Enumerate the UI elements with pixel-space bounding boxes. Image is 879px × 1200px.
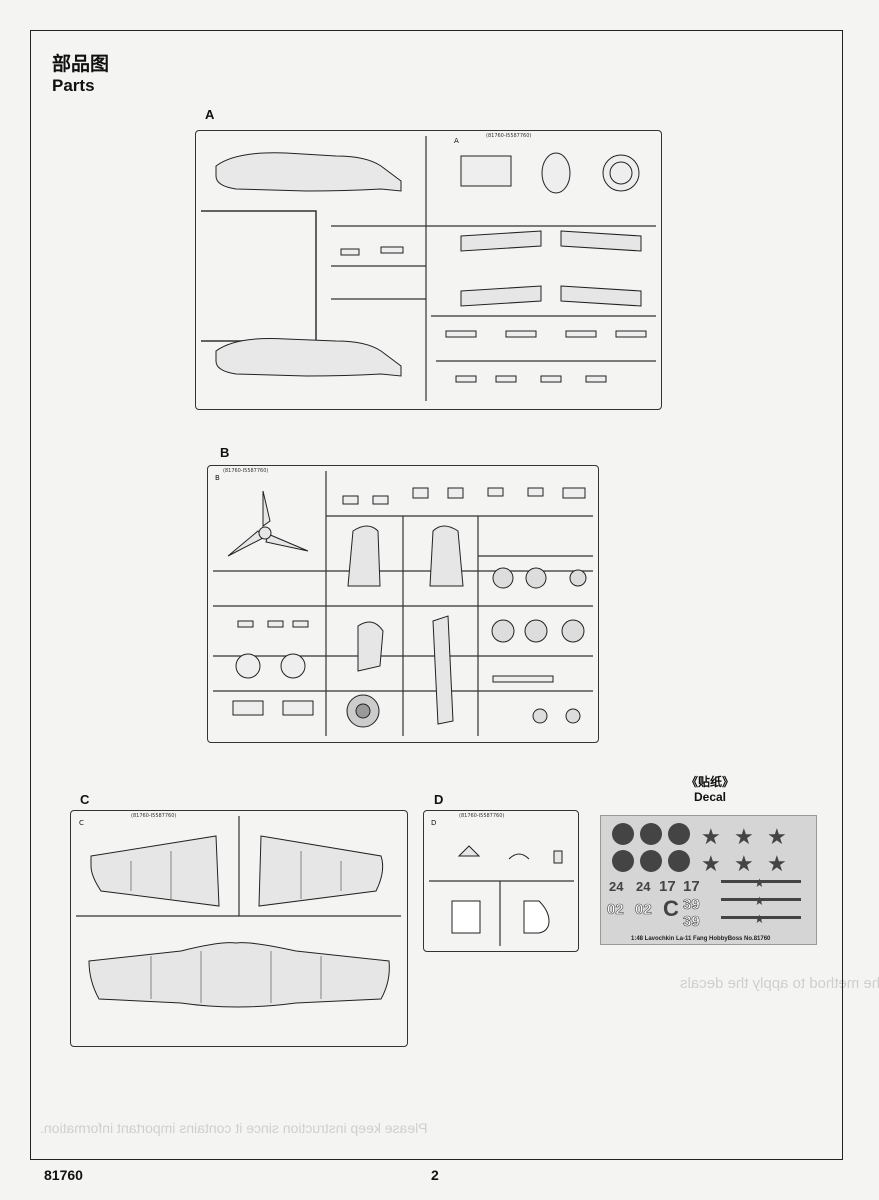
svg-text:★: ★ [767,825,787,850]
sprue-c-code: (81760-I5587760) [131,813,176,819]
decal-title-en: Decal [693,790,727,804]
sprue-b-tag: B [215,474,220,482]
svg-text:★: ★ [767,852,787,877]
sprue-b-code: (81760-I5587760) [223,468,268,474]
decal-sheet-caption: 1:48 Lavochkin La-11 Fang HobbyBoss No.8… [631,936,771,942]
sprue-c: (81760-I5587760) C [70,810,408,1047]
product-code: 81760 [44,1167,83,1183]
svg-text:★: ★ [754,876,765,890]
page-title-cn: 部品图 [52,53,110,75]
sprue-a-label: A [205,107,215,122]
decal-marking-8: 02 [635,901,652,918]
decal-marking-4: 17 [683,878,700,895]
svg-text:★: ★ [754,912,765,926]
svg-text:★: ★ [701,825,721,850]
sprue-b-drawing: (81760-I5587760) B [213,468,593,736]
decal-marking-2: 24 [636,879,651,894]
decal-marking-5: 39 [683,896,700,913]
page-number: 2 [431,1167,439,1183]
decal-marking-7: 02 [607,901,624,918]
page-frame [30,30,843,1160]
sprue-d-drawing: (81760-I5587760) D [429,813,574,946]
decal-heading: 《贴纸》 Decal [670,773,750,804]
decal-marking-3: 17 [659,878,676,895]
sprue-a-tag: A [454,137,459,145]
page-title-en: Parts [52,76,95,95]
sprue-a: (81760-I5587760) A [195,130,662,410]
sprue-a-code: (81760-I5587760) [486,133,531,139]
sprue-d: (81760-I5587760) D [423,810,579,952]
sprue-d-label: D [434,792,444,807]
svg-text:★: ★ [734,825,754,850]
decal-title-cn: 《贴纸》 [685,775,734,789]
sprue-c-tag: C [79,819,84,827]
decal-marking-6: 39 [683,913,700,930]
sprue-b: (81760-I5587760) B [207,465,599,743]
svg-text:★: ★ [701,852,721,877]
decal-marking-1: 24 [609,879,624,894]
sprue-a-drawing: (81760-I5587760) A [201,133,656,401]
svg-text:★: ★ [734,852,754,877]
svg-text:★: ★ [754,894,765,908]
decal-marking-9: C [663,896,679,921]
sprue-b-label: B [220,445,230,460]
decal-sheet-drawing: ★★★ ★★★ 24 24 17 17 39 39 02 02 C ★ ★ ★ … [607,823,801,942]
sprue-d-tag: D [431,819,436,827]
decal-sheet: ★★★ ★★★ 24 24 17 17 39 39 02 02 C ★ ★ ★ … [600,815,817,945]
sprue-c-drawing: (81760-I5587760) C [76,813,401,1008]
sprue-c-label: C [80,792,90,807]
sprue-d-code: (81760-I5587760) [459,813,504,819]
